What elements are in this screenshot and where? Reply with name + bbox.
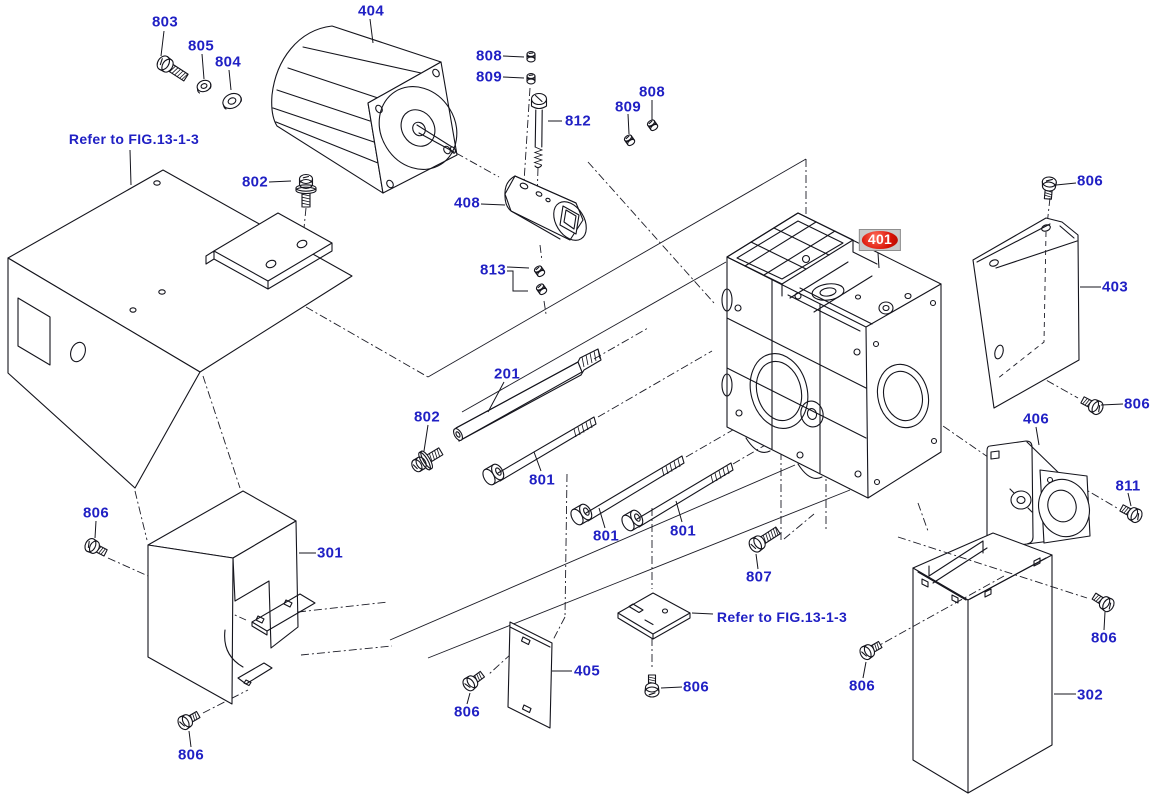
washer-804 [220, 91, 243, 112]
part-label-404[interactable]: 404 [358, 2, 384, 20]
bolts-801 [479, 417, 733, 534]
cover-403 [973, 218, 1079, 408]
gearbox-401 [722, 213, 941, 498]
shaft-201 [452, 349, 601, 442]
bolt-812 [532, 94, 547, 168]
highlighted-part-number: 401 [861, 231, 899, 249]
motor-404 [272, 26, 473, 193]
part-label-801-b[interactable]: 801 [593, 527, 619, 545]
part-label-808-right[interactable]: 808 [639, 83, 665, 101]
coupling-408 [505, 176, 593, 246]
part-label-802-mid[interactable]: 802 [414, 408, 440, 426]
part-label-403[interactable]: 403 [1102, 278, 1128, 296]
part-label-806-403-side[interactable]: 806 [1124, 395, 1150, 413]
part-label-809-left[interactable]: 809 [476, 68, 502, 86]
part-label-801-c[interactable]: 801 [670, 522, 696, 540]
part-label-804[interactable]: 804 [215, 53, 241, 71]
part-label-406[interactable]: 406 [1023, 410, 1049, 428]
part-label-806-bracket[interactable]: 806 [683, 678, 709, 696]
reference-label[interactable]: Refer to FIG.13-1-3 [716, 609, 848, 625]
plate-405 [508, 622, 552, 728]
cover-302 [878, 533, 1087, 793]
part-label-809-right[interactable]: 809 [615, 98, 641, 116]
part-label-401[interactable]: 401 [858, 229, 902, 251]
part-label-302[interactable]: 302 [1077, 686, 1103, 704]
leader-lines [95, 19, 1131, 747]
mounting-bracket [206, 213, 332, 289]
part-label-408[interactable]: 408 [454, 194, 480, 212]
part-label-806-301-top[interactable]: 806 [83, 504, 109, 522]
part-label-806-405[interactable]: 806 [454, 703, 480, 721]
part-label-806-301-bottom[interactable]: 806 [178, 746, 204, 764]
nut-805 [196, 78, 213, 93]
part-label-405[interactable]: 405 [574, 662, 600, 680]
part-label-806-302-right[interactable]: 806 [1091, 629, 1117, 647]
construction-lines [390, 159, 850, 658]
part-label-201[interactable]: 201 [494, 365, 520, 383]
part-label-803[interactable]: 803 [152, 13, 178, 31]
cover-301 [148, 491, 315, 704]
part-label-806-302-left[interactable]: 806 [849, 677, 875, 695]
part-label-801-a[interactable]: 801 [529, 471, 555, 489]
gearmotor-406 [987, 441, 1097, 551]
part-label-813[interactable]: 813 [480, 261, 506, 279]
chassis-panel [8, 170, 352, 488]
reference-label[interactable]: Refer to FIG.13-1-3 [68, 131, 200, 147]
part-label-807[interactable]: 807 [746, 568, 772, 586]
part-label-806-403-top[interactable]: 806 [1077, 172, 1103, 190]
part-label-301[interactable]: 301 [317, 544, 343, 562]
part-label-808-left[interactable]: 808 [476, 47, 502, 65]
part-label-811[interactable]: 811 [1115, 477, 1141, 495]
part-label-805[interactable]: 805 [188, 37, 214, 55]
part-label-812[interactable]: 812 [565, 112, 591, 130]
bottom-bracket [618, 593, 690, 639]
part-label-802-top[interactable]: 802 [242, 173, 268, 191]
